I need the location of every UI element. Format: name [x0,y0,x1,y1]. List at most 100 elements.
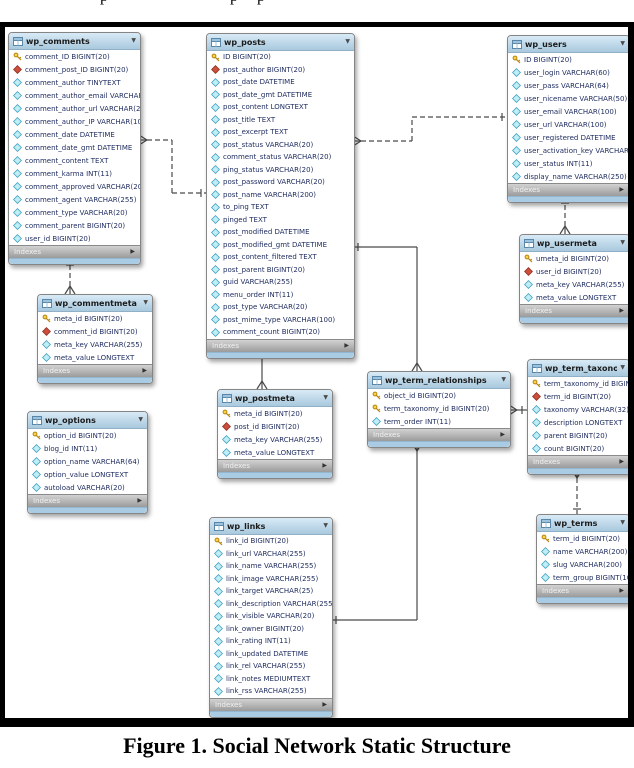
column-label: term_order INT(11) [384,417,451,426]
table-icon [512,39,522,49]
indexes-bar: Indexes▶ [508,183,629,196]
table-bottom-strip [38,377,152,383]
column-row: post_mime_type VARCHAR(100) [207,314,354,327]
col-icon [211,90,220,100]
table-bottom-strip [28,507,147,513]
column-label: post_excerpt TEXT [223,128,288,137]
column-label: post_mime_type VARCHAR(100) [223,315,336,324]
column-label: meta_value LONGTEXT [536,293,617,302]
col-icon [541,560,550,569]
column-label: link_target VARCHAR(25) [226,587,314,596]
table-columns: option_id BIGINT(20)blog_id INT(11)optio… [28,429,147,494]
col-icon [13,130,22,139]
column-label: comment_type VARCHAR(20) [25,208,128,217]
column-label: post_parent BIGINT(20) [223,265,306,274]
column-label: link_id BIGINT(20) [226,537,289,546]
column-label: term_taxonomy_id BIGINT(20) [384,404,490,413]
table-columns: term_taxonomy_id BIGINT(20)term_id BIGIN… [528,377,629,455]
column-row: term_id BIGINT(20) [537,532,629,545]
pk-icon [32,431,41,440]
cropped-text-fragment: p [257,0,265,6]
column-row: post_id BIGINT(20) [218,420,332,433]
col-icon [512,107,521,116]
column-row: link_rel VARCHAR(255) [210,660,332,673]
col-icon [532,418,541,427]
col-icon [211,115,220,125]
pk-icon [42,314,51,323]
table-title: wp_posts [224,37,266,47]
collapse-icon: ▼ [143,299,148,306]
column-row: ID BIGINT(20) [508,53,629,66]
fk-icon [42,327,51,336]
expand-icon: ▶ [142,367,147,374]
table-columns: object_id BIGINT(20) term_taxonomy_id BIG… [368,389,510,428]
collapse-icon: ▼ [501,376,506,383]
column-row: link_owner BIGINT(20) [210,623,332,636]
column-label: comment_date DATETIME [25,130,115,139]
table-title: wp_users [525,39,567,49]
col-icon [214,561,223,571]
table-bottom-strip [528,468,629,474]
column-row: post_date DATETIME [207,76,354,89]
column-label: comment_author_email VARCHAR(100) [25,91,140,100]
col-icon [211,302,220,312]
col-icon [541,573,550,582]
column-label: comment_count BIGINT(20) [223,328,320,337]
column-label: meta_key VARCHAR(255) [536,280,625,289]
column-label: object_id BIGINT(20) [384,391,456,400]
column-row: link_rating INT(11) [210,635,332,648]
column-label: comment_id BIGINT(20) [54,327,138,336]
column-label: comment_content TEXT [25,156,109,165]
col-icon [211,102,220,112]
column-row: name VARCHAR(200) [537,545,629,558]
collapse-icon: ▼ [620,40,625,47]
column-row: ping_status VARCHAR(20) [207,164,354,177]
pk-icon [524,254,533,263]
column-row: post_title TEXT [207,114,354,127]
column-label: post_modified_gmt DATETIME [223,240,328,249]
table-wp_links: wp_links▼link_id BIGINT(20)link_url VARC… [209,517,333,718]
column-row: comment_id BIGINT(20) [38,325,152,338]
column-row: pinged TEXT [207,214,354,227]
cropped-text-fragment: p [230,0,238,6]
column-row: meta_id BIGINT(20) [38,312,152,325]
expand-icon: ▶ [344,341,349,349]
col-icon [541,547,550,556]
table-bottom-strip [368,441,510,447]
column-row: option_id BIGINT(20) [28,429,147,442]
column-label: comment_karma INT(11) [25,169,113,178]
column-label: link_name VARCHAR(255) [226,562,317,571]
column-row: user_activation_key VARCHAR(60) [508,144,629,157]
table-header: wp_links▼ [210,518,332,535]
table-icon [524,238,534,248]
col-icon [211,240,220,250]
table-icon [532,363,542,373]
col-icon [32,470,41,479]
column-row: parent BIGINT(20) [528,429,629,442]
col-icon [532,431,541,440]
col-icon [211,290,220,300]
figure-frame-left [0,22,5,727]
column-label: link_rating INT(11) [226,637,291,646]
col-icon [211,77,220,87]
column-label: meta_key VARCHAR(255) [54,340,143,349]
column-label: option_id BIGINT(20) [44,431,117,440]
table-header: wp_usermeta▼ [520,235,629,252]
column-row: to_ping TEXT [207,201,354,214]
column-label: post_date DATETIME [223,78,295,87]
column-label: post_name VARCHAR(200) [223,190,316,199]
column-row: meta_value LONGTEXT [218,446,332,459]
column-label: post_date_gmt DATETIME [223,90,313,99]
column-row: guid VARCHAR(255) [207,276,354,289]
column-label: user_activation_key VARCHAR(60) [524,146,629,155]
table-bottom-strip [210,710,332,717]
table-columns: ID BIGINT(20)post_author BIGINT(20)post_… [207,51,354,339]
column-label: ID BIGINT(20) [524,55,572,64]
col-icon [32,444,41,453]
col-icon [13,78,22,87]
col-icon [214,549,223,559]
collapse-icon: ▼ [131,37,136,44]
col-icon [372,417,381,426]
column-label: comment_author_url VARCHAR(200) [25,104,140,113]
column-label: meta_value LONGTEXT [54,353,135,362]
